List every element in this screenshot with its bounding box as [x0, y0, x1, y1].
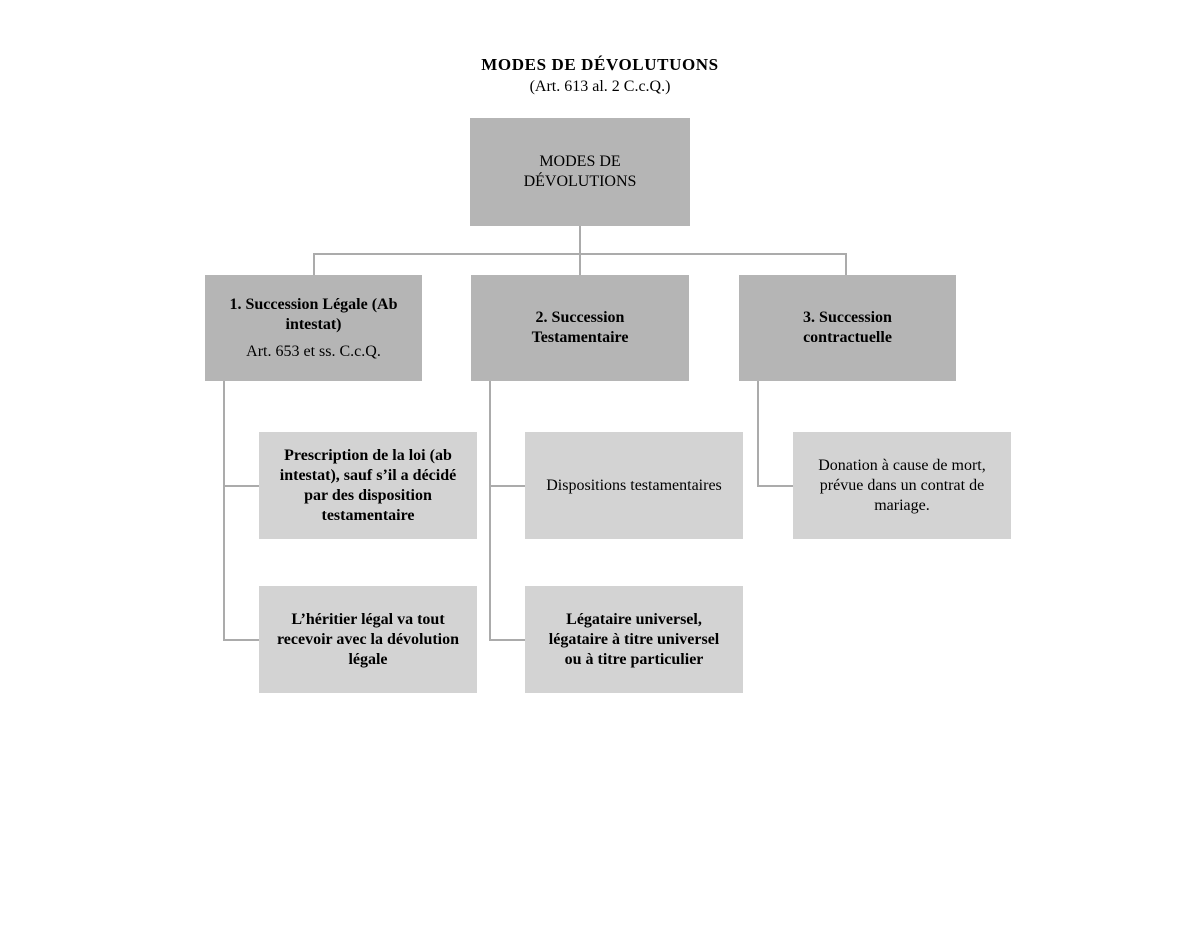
connector-branch-2-stub-1: [489, 485, 525, 487]
connector-branch-2-vline: [489, 381, 491, 641]
node-prescription-loi-label: Prescription de la loi (ab intestat), sa…: [279, 446, 457, 524]
node-legataire-universel-label: Légataire universel, légataire à titre u…: [548, 610, 720, 668]
connector-branch-3-vline: [757, 381, 759, 487]
node-dispositions-testamentaires-label: Dispositions testamentaires: [546, 476, 722, 494]
node-heritier-legal-label: L’héritier légal va tout recevoir avec l…: [276, 610, 460, 668]
page-subtitle: (Art. 613 al. 2 C.c.Q.): [529, 78, 671, 95]
node-root-label: MODES DE DÉVOLUTIONS: [523, 153, 637, 190]
node-succession-contractuelle: 3. Succession contractuelle: [739, 275, 956, 381]
node-succession-legale-title: 1. Succession Légale (Ab intestat): [229, 295, 398, 333]
node-donation-cause-de-mort: Donation à cause de mort, prévue dans un…: [793, 432, 1011, 539]
node-dispositions-testamentaires: Dispositions testamentaires: [525, 432, 743, 539]
node-succession-testamentaire: 2. Succession Testamentaire: [471, 275, 689, 381]
node-succession-legale: 1. Succession Légale (Ab intestat) Art. …: [205, 275, 422, 381]
connector-branch-1-stub-2: [223, 639, 259, 641]
node-heritier-legal: L’héritier légal va tout recevoir avec l…: [259, 586, 477, 693]
connector-branch-2-stub-2: [489, 639, 525, 641]
connector-root-stem: [579, 226, 581, 253]
connector-branch-3-stub-1: [757, 485, 793, 487]
connector-drop-branch-1: [313, 253, 315, 275]
page-title: MODES DE DÉVOLUTUONS: [481, 55, 719, 74]
connector-drop-branch-2: [579, 253, 581, 275]
node-succession-contractuelle-title: 3. Succession contractuelle: [803, 309, 892, 346]
node-prescription-loi: Prescription de la loi (ab intestat), sa…: [259, 432, 477, 539]
node-legataire-universel: Légataire universel, légataire à titre u…: [525, 586, 743, 693]
node-root: MODES DE DÉVOLUTIONS: [470, 118, 690, 226]
node-succession-legale-article: Art. 653 et ss. C.c.Q.: [246, 342, 381, 360]
connector-drop-branch-3: [845, 253, 847, 275]
node-donation-cause-de-mort-label: Donation à cause de mort, prévue dans un…: [818, 456, 986, 514]
connector-branch-1-vline: [223, 381, 225, 641]
connector-branch-1-stub-1: [223, 485, 259, 487]
node-succession-testamentaire-title: 2. Succession Testamentaire: [531, 309, 629, 346]
